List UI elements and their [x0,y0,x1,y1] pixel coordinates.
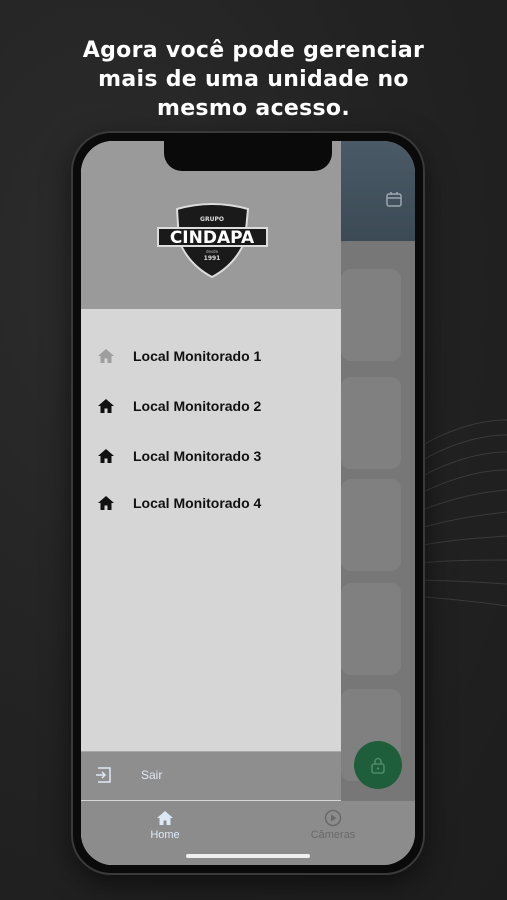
logo-top-text: GRUPO [200,216,224,223]
logout-label: Sair [141,768,163,782]
home-icon [98,349,114,363]
menu-item-label: Local Monitorado 1 [133,348,262,364]
logout-icon [96,767,111,783]
menu-item-label: Local Monitorado 3 [133,448,262,464]
app-card[interactable] [341,479,401,571]
home-icon [98,496,114,510]
promo-headline: Agora você pode gerenciar mais de uma un… [82,38,425,121]
home-indicator[interactable] [186,854,310,858]
tab-home-label: Home [150,829,180,841]
home-icon [98,449,114,463]
menu-item-local-1[interactable]: Local Monitorado 1 [81,339,341,373]
play-circle-icon [324,809,342,827]
menu-item-label: Local Monitorado 2 [133,398,262,414]
calendar-icon[interactable] [386,191,402,207]
logout-button[interactable]: Sair [81,751,341,800]
app-card[interactable] [341,269,401,361]
app-header [331,141,415,241]
phone-mockup: CINDAPA GRUPO desde 1991 Local Monitorad… [73,133,423,873]
tab-cameras[interactable]: Câmeras [293,809,373,853]
logo-year-text: 1991 [204,255,221,262]
cindapa-logo: CINDAPA GRUPO desde 1991 [157,203,268,279]
home-icon [98,399,114,413]
lock-icon [371,757,385,774]
menu-item-local-3[interactable]: Local Monitorado 3 [81,439,341,473]
navigation-drawer: CINDAPA GRUPO desde 1991 Local Monitorad… [81,141,341,865]
phone-notch [164,141,332,171]
app-card[interactable] [341,583,401,675]
menu-item-local-4[interactable]: Local Monitorado 4 [81,486,341,520]
logo-brand-text: CINDAPA [170,228,255,248]
unlock-fab[interactable] [354,741,402,789]
app-card[interactable] [341,377,401,469]
menu-item-label: Local Monitorado 4 [133,495,262,511]
phone-screen: CINDAPA GRUPO desde 1991 Local Monitorad… [81,141,415,865]
tab-cameras-label: Câmeras [310,829,356,841]
tab-home[interactable]: Home [125,809,205,853]
home-icon [157,811,173,825]
logo-since-text: desde [206,249,219,254]
menu-item-local-2[interactable]: Local Monitorado 2 [81,389,341,423]
